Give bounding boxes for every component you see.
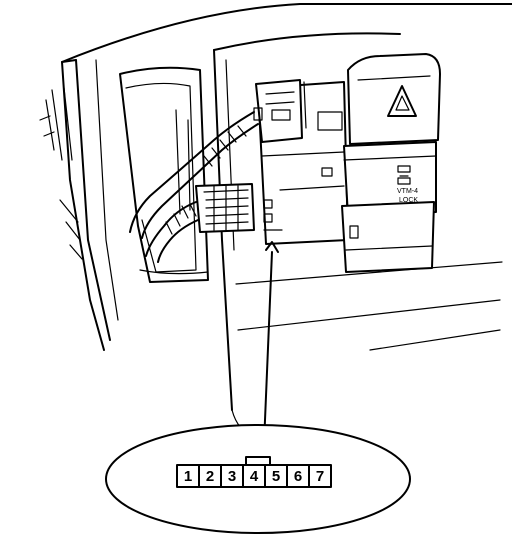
- dash-opening: [119, 66, 209, 283]
- upper-harness-connector: [253, 79, 303, 143]
- lock-label: LOCK: [399, 197, 418, 204]
- connector-pin-number: 6: [294, 468, 302, 485]
- connector-pin-number: 4: [250, 468, 259, 485]
- connector-pin-number: 2: [206, 468, 214, 485]
- connector-pointer-arrow: [263, 241, 279, 445]
- vtm4-label: VTM-4: [397, 188, 418, 195]
- vtm4-icon: [397, 165, 411, 185]
- vtm4-lock-switch: VTM-4 LOCK: [343, 141, 437, 217]
- dashboard-trim-panel: [39, 3, 512, 351]
- hazard-triangle-icon: [387, 85, 417, 117]
- connector-pin-number: 1: [184, 468, 192, 485]
- connector-lock-tab: [245, 456, 271, 466]
- connector-pin-number: 5: [272, 468, 280, 485]
- wire-harness: [129, 111, 259, 263]
- switch-panel-housing: [213, 32, 503, 439]
- connector-pin-cell: [308, 464, 332, 488]
- lower-harness-connector: [195, 183, 255, 233]
- connector-pin-number: 7: [316, 468, 324, 485]
- connector-pin-number: 3: [228, 468, 236, 485]
- hazard-switch: [347, 53, 441, 145]
- lower-switch-blank: [341, 201, 435, 273]
